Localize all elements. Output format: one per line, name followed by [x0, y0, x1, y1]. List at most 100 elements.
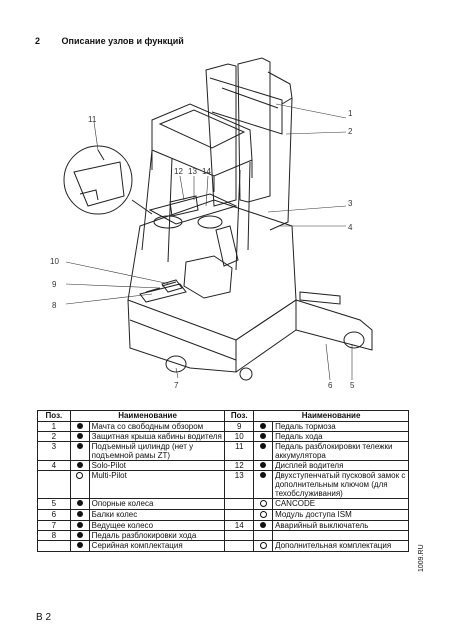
callout-12: 12	[174, 167, 183, 176]
left-availability-cell	[69, 460, 90, 471]
right-position-cell: 11	[224, 441, 255, 461]
right-availability-cell	[253, 530, 274, 541]
optional-equipment-circle-icon	[259, 511, 267, 518]
standard-equipment-dot-icon	[260, 522, 267, 528]
left-position-cell	[37, 470, 71, 499]
left-part-name-cell: Solo-Pilot	[88, 460, 226, 471]
header-name-right: Наименование	[253, 410, 409, 422]
right-part-name-cell: Дисплей водителя	[272, 460, 409, 471]
table-header-row: Поз. Наименование Поз. Наименование	[37, 410, 409, 422]
right-part-name-cell	[272, 530, 409, 541]
standard-equipment-dot-icon	[76, 500, 83, 506]
callout-3: 3	[348, 199, 353, 208]
callout-8: 8	[52, 301, 57, 310]
callout-10: 10	[50, 257, 59, 266]
left-availability-cell	[69, 540, 90, 552]
right-availability-cell	[253, 520, 274, 531]
left-availability-cell	[69, 530, 90, 541]
right-position-cell	[224, 498, 255, 510]
left-availability-cell	[69, 431, 90, 442]
left-part-name-cell: Multi-Pilot	[88, 470, 226, 499]
left-part-name-cell: Ведущее колесо	[88, 520, 226, 531]
document-code: 1009.RU	[418, 544, 425, 572]
section-header: 2 Описание узлов и функций	[35, 36, 184, 46]
right-position-cell	[224, 540, 255, 552]
left-availability-cell	[69, 441, 90, 461]
table-row: 3 Подъемный цилиндр (нет у подъемной рамы…	[37, 441, 409, 461]
standard-equipment-dot-icon	[260, 472, 267, 478]
section-number: 2	[35, 36, 41, 46]
left-position-cell: 8	[37, 530, 71, 541]
left-position-cell	[37, 540, 71, 552]
right-position-cell: 10	[224, 431, 255, 442]
standard-equipment-dot-icon	[260, 462, 267, 468]
left-position-cell: 6	[37, 509, 71, 521]
right-position-cell: 13	[224, 470, 255, 499]
right-part-name-cell: Педаль хода	[272, 431, 409, 442]
table-row: 6 Балки колес Модуль доступа ISM	[37, 509, 409, 521]
left-position-cell: 4	[37, 460, 71, 471]
left-availability-cell	[69, 470, 90, 499]
right-position-cell: 9	[224, 421, 255, 432]
right-position-cell: 14	[224, 520, 255, 531]
left-availability-cell	[69, 421, 90, 432]
left-part-name-cell: Опорные колеса	[88, 498, 226, 510]
optional-equipment-circle-icon	[76, 472, 84, 479]
forklift-illustration: 1 2 3 4 5 6 7 8 9 10 11 12 13 14	[50, 57, 373, 390]
standard-equipment-dot-icon	[76, 443, 83, 449]
callout-9: 9	[52, 280, 57, 289]
left-part-name-cell: Балки колес	[88, 509, 226, 521]
left-part-name-cell: Подъемный цилиндр (нет у подъемной рамы …	[88, 441, 226, 461]
right-part-name-cell: Педаль разблокировки тележки аккумулятор…	[272, 441, 409, 461]
table-row: 8 Педаль разблокировки хода	[37, 530, 409, 541]
left-part-name-cell: Защитная крыша кабины водителя	[88, 431, 226, 442]
standard-equipment-dot-icon	[76, 522, 83, 528]
callout-6: 6	[328, 381, 333, 390]
standard-equipment-dot-icon	[76, 433, 83, 439]
left-availability-cell	[69, 498, 90, 510]
callout-1: 1	[348, 109, 353, 118]
right-position-cell	[224, 509, 255, 521]
left-availability-cell	[69, 520, 90, 531]
callout-13: 13	[188, 167, 197, 176]
left-position-cell: 7	[37, 520, 71, 531]
page-number: B 2	[36, 612, 52, 623]
left-part-name-cell: Мачта со свободным обзором	[88, 421, 226, 432]
left-part-name-cell: Серийная комплектация	[88, 540, 226, 552]
callout-5: 5	[350, 381, 355, 390]
standard-equipment-dot-icon	[76, 532, 83, 538]
right-part-name-cell: Аварийный выключатель	[272, 520, 409, 531]
right-availability-cell	[253, 460, 274, 471]
standard-equipment-dot-icon	[76, 511, 83, 517]
left-position-cell: 5	[37, 498, 71, 510]
right-part-name-cell: Дополнительная комплектация	[272, 540, 409, 552]
right-part-name-cell: CANCODE	[272, 498, 409, 510]
right-availability-cell	[253, 421, 274, 432]
header-pos-right: Поз.	[224, 410, 255, 422]
header-pos-left: Поз.	[37, 410, 71, 422]
right-availability-cell	[253, 441, 274, 461]
standard-equipment-dot-icon	[76, 462, 83, 468]
standard-equipment-dot-icon	[76, 423, 83, 429]
optional-equipment-circle-icon	[259, 500, 267, 507]
right-availability-cell	[253, 540, 274, 552]
right-availability-cell	[253, 431, 274, 442]
callout-4: 4	[348, 223, 353, 232]
standard-equipment-dot-icon	[260, 423, 267, 429]
left-position-cell: 3	[37, 441, 71, 461]
callout-14: 14	[202, 167, 211, 176]
header-name-left: Наименование	[69, 410, 226, 422]
optional-equipment-circle-icon	[259, 542, 267, 549]
table-row: Серийная комплектация Дополнительная комп…	[37, 540, 409, 552]
left-position-cell: 2	[37, 431, 71, 442]
right-part-name-cell: Педаль тормоза	[272, 421, 409, 432]
right-part-name-cell: Модуль доступа ISM	[272, 509, 409, 521]
left-part-name-cell: Педаль разблокировки хода	[88, 530, 226, 541]
callout-11: 11	[88, 115, 97, 124]
